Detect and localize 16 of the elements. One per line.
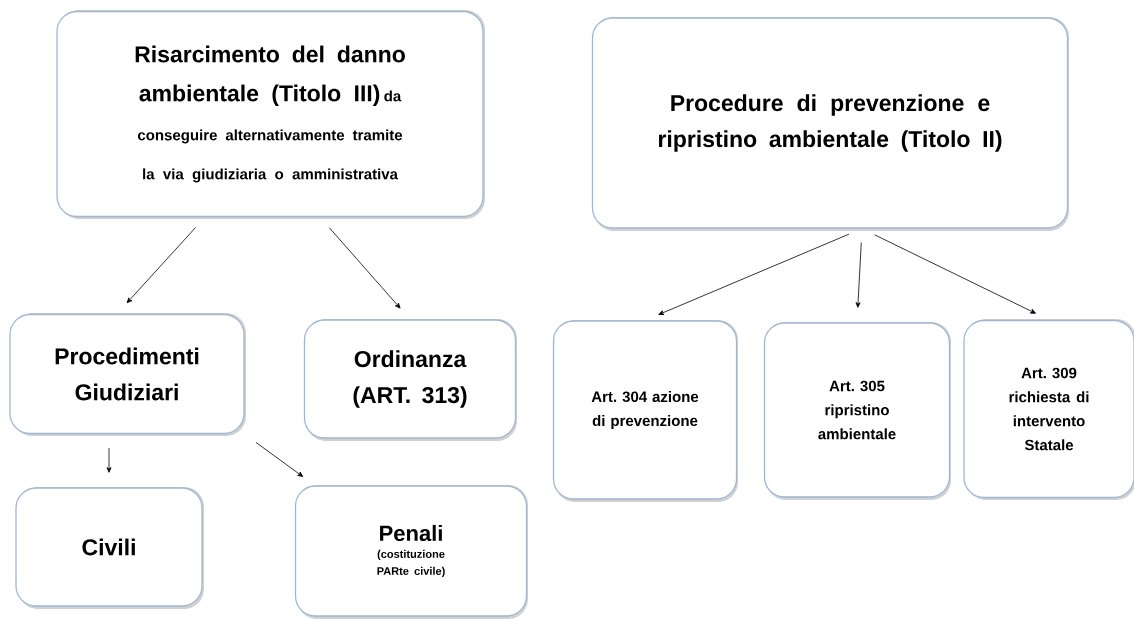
rounded-box: Penali (costituzione PARte civile) bbox=[294, 485, 528, 619]
rounded-box: Civili bbox=[15, 487, 204, 609]
rounded-box: Procedure di prevenzione e ripristino ambientale (Titolo II) bbox=[591, 17, 1069, 231]
rounded-box: Risarcimento del danno ambientale (Titolo III) da conseguire alternativamente tramite la via giudiziaria o amministrativa bbox=[56, 10, 485, 219]
arrow bbox=[658, 233, 850, 315]
arrow bbox=[126, 227, 196, 304]
rounded-box: Ordinanza (ART. 313) bbox=[303, 319, 517, 441]
arrow bbox=[328, 227, 401, 309]
arrow bbox=[106, 447, 112, 473]
rounded-box: Art. 305 ripristino ambientale bbox=[763, 322, 951, 500]
arrow bbox=[874, 234, 1036, 314]
rounded-box: Procedimenti Giudiziari bbox=[9, 313, 246, 436]
rounded-box: Art. 304 azione di prevenzione bbox=[552, 320, 738, 502]
rounded-box: Art. 309 richiesta di intervento Statale bbox=[963, 319, 1134, 500]
arrow bbox=[255, 442, 304, 477]
arrow bbox=[855, 242, 862, 308]
